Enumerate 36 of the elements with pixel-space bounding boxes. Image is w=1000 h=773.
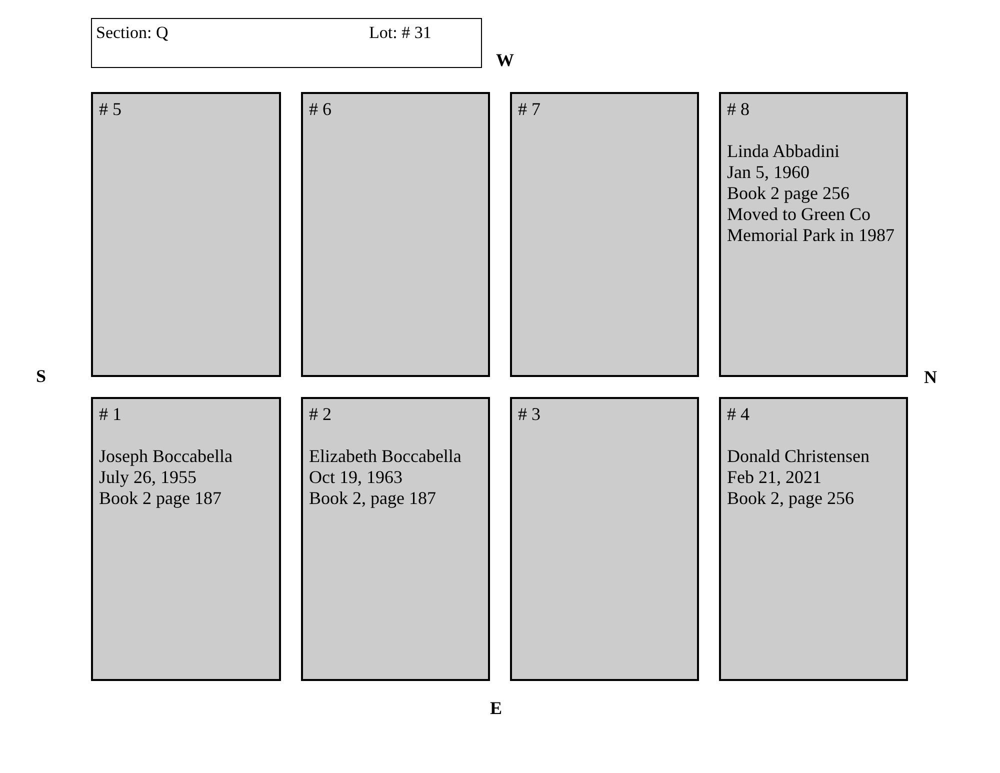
- compass-letter: E: [490, 698, 502, 719]
- plot-number: # 4: [727, 404, 750, 425]
- plot-box: [301, 397, 490, 681]
- burial-info: July 26, 1955: [99, 467, 198, 488]
- plot-number: # 3: [518, 404, 542, 425]
- plot-box: [510, 397, 699, 681]
- header-box: [91, 18, 482, 68]
- burial-info: Linda Abbadini: [727, 141, 840, 162]
- compass-letter: S: [36, 366, 46, 387]
- burial-info: Oct 19, 1963: [309, 467, 404, 488]
- burial-info: Elizabeth Boccabella: [309, 446, 462, 467]
- plot-box: [301, 92, 490, 377]
- plot-box: [719, 92, 908, 377]
- section-text: Section: Q: [96, 23, 168, 43]
- burial-info: Book 2 page 256: [727, 183, 850, 204]
- compass-letter: N: [924, 367, 937, 388]
- burial-info: Book 2, page 256: [727, 488, 855, 509]
- plot-number: # 8: [727, 99, 750, 120]
- plot-number: # 7: [518, 99, 542, 120]
- burial-info: Jan 5, 1960: [727, 162, 810, 183]
- lot-text: Lot: # 31: [369, 23, 432, 43]
- plot-box: [719, 397, 908, 681]
- burial-info: Book 2 page 187: [99, 488, 222, 509]
- burial-info: Donald Christensen: [727, 446, 870, 467]
- plot-box: [91, 397, 281, 681]
- plot-number: # 2: [309, 404, 332, 425]
- burial-info: Book 2, page 187: [309, 488, 437, 509]
- burial-info: Feb 21, 2021: [727, 467, 822, 488]
- plot-number: # 5: [99, 99, 122, 120]
- plot-number: # 6: [309, 99, 332, 120]
- burial-info: Joseph Boccabella: [99, 446, 234, 467]
- burial-info: Moved to Green Co Memorial Park in 1987: [727, 204, 896, 246]
- plot-number: # 1: [99, 404, 122, 425]
- plot-box: [91, 92, 281, 377]
- compass-letter: W: [496, 50, 514, 71]
- plot-box: [510, 92, 699, 377]
